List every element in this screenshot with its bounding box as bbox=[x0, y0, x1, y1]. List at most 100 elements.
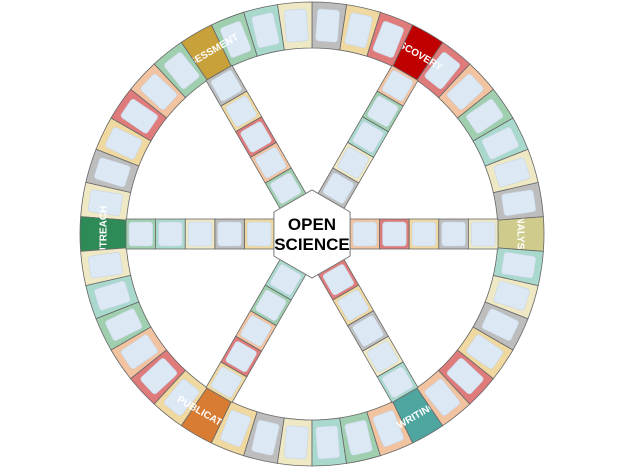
question-card bbox=[255, 147, 287, 179]
outer-ring: ANALYSISDISCOVERYASSESSMENTOUTREACHPUBLI… bbox=[79, 1, 545, 467]
question-card bbox=[255, 289, 287, 321]
question-card bbox=[270, 172, 302, 204]
spoke-space[interactable] bbox=[376, 361, 419, 404]
question-card bbox=[493, 280, 530, 311]
spoke-space[interactable] bbox=[155, 218, 186, 250]
question-card bbox=[466, 99, 504, 134]
spoke-space[interactable] bbox=[125, 218, 157, 250]
question-card bbox=[382, 221, 407, 247]
headquarters-label: ANALYSIS bbox=[515, 209, 526, 259]
spoke-space[interactable] bbox=[347, 116, 389, 158]
question-card bbox=[367, 95, 399, 127]
question-card bbox=[247, 221, 272, 247]
ring-space[interactable] bbox=[80, 181, 132, 221]
question-card bbox=[322, 264, 354, 296]
question-card bbox=[120, 99, 158, 134]
spoke-space[interactable] bbox=[220, 335, 263, 378]
ring-space[interactable] bbox=[85, 148, 140, 194]
spoke-space[interactable] bbox=[184, 218, 216, 250]
question-card bbox=[322, 172, 354, 204]
question-card bbox=[105, 127, 143, 160]
spoke-space[interactable] bbox=[214, 218, 245, 250]
question-card bbox=[382, 366, 414, 398]
question-card bbox=[140, 358, 178, 395]
spoke-space[interactable] bbox=[349, 218, 380, 250]
question-card bbox=[217, 221, 242, 247]
question-card bbox=[337, 147, 369, 179]
ring-space[interactable] bbox=[366, 401, 414, 457]
ring-space[interactable] bbox=[210, 11, 258, 67]
question-card bbox=[501, 252, 537, 279]
question-card bbox=[94, 157, 131, 188]
question-card bbox=[284, 425, 309, 460]
question-card bbox=[315, 425, 340, 460]
question-card bbox=[315, 8, 340, 43]
question-card bbox=[367, 341, 399, 373]
spoke-space[interactable] bbox=[347, 310, 389, 352]
question-card bbox=[446, 73, 484, 110]
question-card bbox=[372, 410, 404, 447]
ring-space[interactable] bbox=[484, 148, 539, 194]
spoke-space[interactable] bbox=[249, 284, 292, 327]
question-card bbox=[372, 21, 404, 58]
spoke-space[interactable] bbox=[317, 258, 360, 301]
spoke-space[interactable] bbox=[438, 218, 469, 250]
spoke-discovery bbox=[317, 64, 419, 210]
question-card bbox=[87, 189, 123, 216]
ring-space[interactable] bbox=[492, 247, 544, 287]
spoke-space[interactable] bbox=[376, 64, 419, 107]
spoke-space[interactable] bbox=[244, 218, 275, 250]
spoke-space[interactable] bbox=[408, 218, 440, 250]
ring-space[interactable] bbox=[484, 274, 539, 320]
question-card bbox=[164, 52, 200, 90]
ring-space[interactable] bbox=[472, 117, 529, 167]
ring-space[interactable] bbox=[85, 274, 140, 320]
question-card bbox=[220, 410, 252, 447]
center-title-line1: OPEN bbox=[288, 215, 336, 234]
spoke-space[interactable] bbox=[235, 116, 277, 158]
ring-space[interactable] bbox=[276, 1, 313, 51]
center-title-line2: SCIENCE bbox=[274, 235, 350, 254]
ring-space[interactable] bbox=[339, 411, 381, 464]
spoke-space[interactable] bbox=[332, 284, 375, 327]
spoke-space[interactable] bbox=[205, 361, 248, 404]
question-card bbox=[105, 308, 143, 341]
question-card bbox=[120, 334, 158, 369]
spoke-analysis bbox=[349, 218, 499, 250]
ring-space[interactable] bbox=[456, 326, 514, 380]
spoke-space[interactable] bbox=[361, 90, 404, 133]
question-card bbox=[140, 73, 178, 110]
question-card bbox=[493, 157, 530, 188]
ring-space[interactable] bbox=[366, 11, 414, 67]
spoke-space[interactable] bbox=[264, 167, 307, 210]
question-card bbox=[225, 341, 257, 373]
question-card bbox=[344, 12, 373, 48]
ring-space[interactable] bbox=[472, 301, 529, 351]
question-card bbox=[251, 420, 280, 456]
spoke-space[interactable] bbox=[220, 90, 263, 133]
center-hub[interactable]: OPEN SCIENCE bbox=[273, 189, 351, 279]
ring-space[interactable] bbox=[276, 417, 313, 467]
question-card bbox=[270, 264, 302, 296]
spoke-space[interactable] bbox=[379, 218, 410, 250]
spoke-publication bbox=[205, 258, 307, 404]
spoke-space[interactable] bbox=[332, 141, 375, 184]
spokes bbox=[125, 64, 499, 404]
question-card bbox=[352, 221, 377, 247]
ring-space[interactable] bbox=[110, 326, 168, 380]
center-hexagon[interactable] bbox=[273, 189, 351, 279]
question-card bbox=[424, 52, 460, 90]
question-card bbox=[87, 252, 123, 279]
question-card bbox=[441, 221, 466, 247]
ring-space[interactable] bbox=[311, 417, 348, 467]
question-card bbox=[158, 221, 183, 247]
spoke-space[interactable] bbox=[468, 218, 499, 250]
ring-space[interactable] bbox=[311, 1, 348, 51]
spoke-assessment bbox=[205, 64, 307, 210]
question-card bbox=[481, 308, 519, 341]
spoke-space[interactable] bbox=[205, 64, 248, 107]
headquarters-label: OUTREACH bbox=[99, 206, 110, 263]
ring-space[interactable] bbox=[339, 4, 381, 57]
spoke-space[interactable] bbox=[249, 141, 292, 184]
